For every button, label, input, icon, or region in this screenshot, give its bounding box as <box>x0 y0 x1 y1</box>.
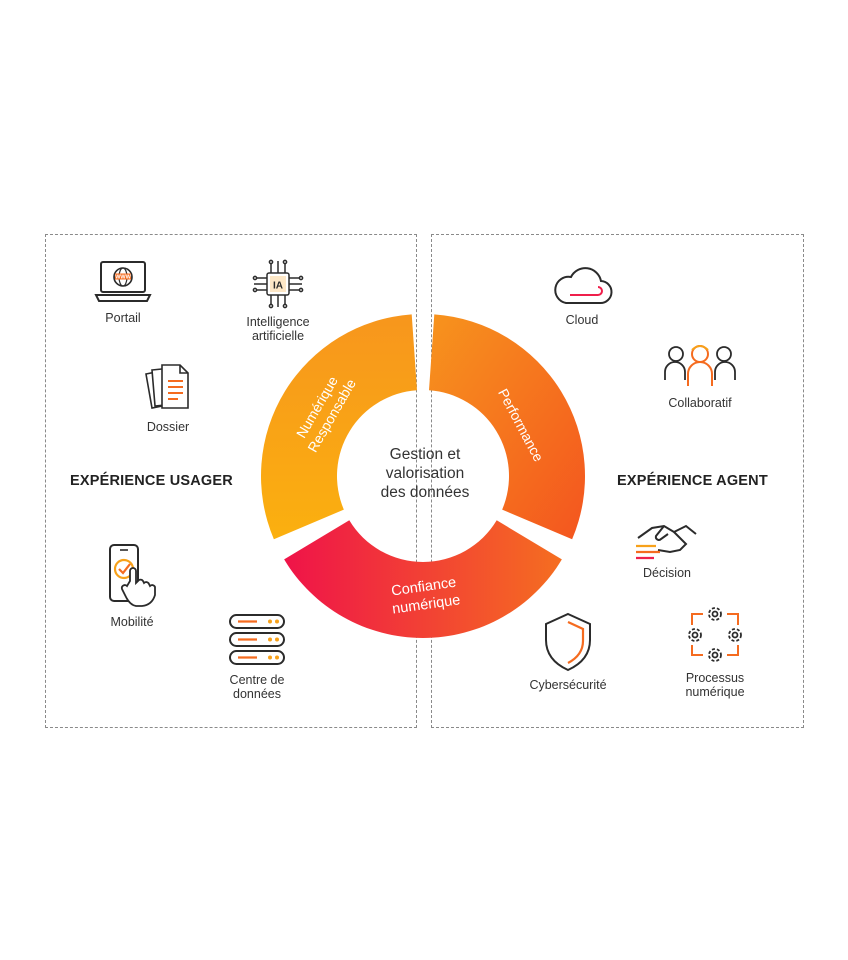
svg-text:WWW: WWW <box>115 275 131 281</box>
item-label: Cybersécurité <box>529 678 607 692</box>
segment-performance <box>428 314 585 540</box>
handshake-icon <box>636 524 697 560</box>
item-label: Centre de données <box>229 673 285 701</box>
item-decision: Décision <box>627 516 707 580</box>
item-processus-numerique: Processus numérique <box>667 603 763 699</box>
item-dossier: Dossier <box>132 362 204 434</box>
wheel-center-text: Gestion et valorisation des données <box>380 446 470 501</box>
segment-confiance-numerique <box>284 520 562 638</box>
left-panel-title: EXPÉRIENCE USAGER <box>70 473 233 489</box>
item-collaboratif: Collaboratif <box>650 340 750 410</box>
item-label: Décision <box>643 566 691 580</box>
right-panel-title: EXPÉRIENCE AGENT <box>617 473 768 489</box>
item-mobilite: Mobilité <box>96 543 168 629</box>
item-label: Intelligence artificielle <box>246 315 310 343</box>
shield-icon <box>545 612 591 672</box>
svg-text:IA: IA <box>273 281 283 292</box>
item-cybersecurite: Cybersécurité <box>513 612 623 692</box>
documents-icon <box>145 364 189 409</box>
team-icon <box>664 345 736 386</box>
panel-experience-usager <box>45 234 417 728</box>
item-label: Collaboratif <box>668 396 732 410</box>
item-intelligence-artificielle: IA Intelligence artificielle <box>232 259 324 343</box>
panel-experience-agent <box>431 234 804 728</box>
item-centre-de-donnees: Centre de données <box>212 613 302 701</box>
item-label: Cloud <box>565 313 599 327</box>
segment-numerique-responsable <box>260 314 418 540</box>
item-label: Mobilité <box>110 615 154 629</box>
item-label: Processus numérique <box>685 671 745 699</box>
cloud-icon <box>554 267 613 305</box>
item-label: Portail <box>105 311 141 325</box>
item-label: Dossier <box>146 420 190 434</box>
ai-chip-icon: IA <box>252 259 304 309</box>
gears-icon <box>688 607 742 662</box>
item-portail: WWW Portail <box>83 259 163 325</box>
server-icon <box>229 614 285 665</box>
smartphone-touch-icon <box>109 544 156 607</box>
item-cloud: Cloud <box>542 263 622 327</box>
laptop-www-icon: WWW <box>94 261 152 302</box>
